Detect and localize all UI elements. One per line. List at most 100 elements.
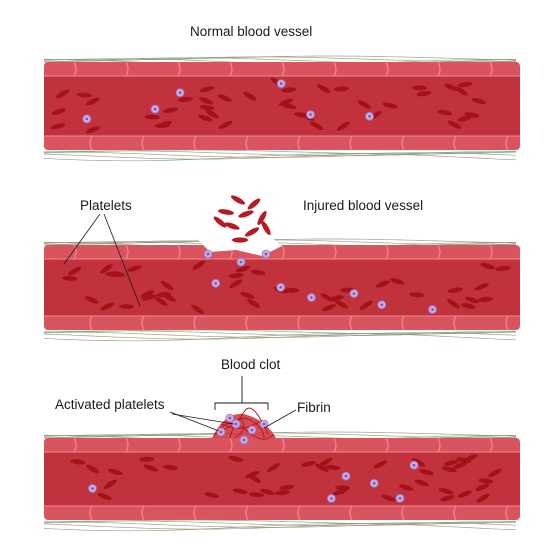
red-blood-cell [205,109,219,119]
red-blood-cell [488,468,502,478]
red-blood-cell [118,304,134,310]
cell-border [281,244,285,260]
cell-border [73,61,77,77]
red-blood-cell [250,269,266,276]
red-blood-cell [334,299,348,309]
escaping-red-blood-cell [244,227,260,237]
red-blood-cell [260,488,275,495]
platelet-core [262,422,266,426]
red-blood-cell [474,283,489,291]
red-blood-cell [409,292,425,298]
fiber [43,522,517,530]
red-blood-cell [199,86,215,93]
cell-border [453,505,457,521]
injured-vessel-title: Injured blood vessel [303,198,424,213]
red-blood-cell [163,107,178,113]
platelet-core [372,482,376,485]
red-blood-cell [447,120,462,129]
fibrin-label: Fibrin [297,400,331,415]
injured-blood-vessel [43,238,520,342]
red-blood-cell [475,483,490,492]
red-blood-cell [100,264,113,274]
cell-border [401,505,405,521]
red-blood-cell [103,479,117,489]
cell-border [505,505,509,521]
platelet-core [219,430,223,434]
red-blood-cell [249,492,264,498]
cell-border [385,244,389,260]
platelet-core [242,438,246,442]
activated-platelets-pointer-line [171,413,235,425]
red-blood-cell [457,490,472,498]
red-blood-cell [218,120,233,129]
cell-border [245,315,249,331]
injury-site [196,238,282,256]
red-blood-cell [471,98,487,104]
cell-border [89,135,93,151]
red-blood-cell [162,464,178,471]
red-blood-cell [310,121,324,130]
platelet-core [178,91,182,94]
cell-border [297,505,301,521]
red-blood-cell [357,100,372,109]
escaping-red-blood-cell [218,209,234,215]
red-blood-cell [62,275,78,281]
red-blood-cell [85,464,100,474]
cell-border [125,61,129,77]
cell-border [349,135,353,151]
red-blood-cell [56,89,70,99]
red-blood-cell [143,464,158,472]
cell-border [89,315,93,331]
platelet-core [352,292,356,295]
red-blood-cell [319,457,333,467]
red-blood-cell [243,91,257,101]
red-blood-cell [204,492,219,499]
cell-border [229,61,233,77]
red-blood-cell [160,280,174,291]
red-blood-cell [217,94,232,102]
cell-border [333,244,337,260]
red-blood-cell [228,455,244,462]
platelet-core [398,497,402,500]
clotted-blood-vessel [43,431,520,532]
red-blood-cell [476,493,490,503]
red-blood-cell [418,469,434,476]
platelet-core [206,252,210,256]
platelet-core [279,286,283,289]
red-blood-cell [414,479,429,487]
platelet-core [250,428,254,432]
platelet-core [344,474,348,478]
red-blood-cell [228,273,244,279]
red-blood-cell [281,103,297,110]
red-blood-cell [448,287,463,293]
platelet-core [368,115,371,118]
red-blood-cell [382,102,398,109]
red-blood-cell [336,121,350,131]
cell-border [125,437,129,453]
platelet-core [380,303,384,307]
cell-border [177,437,181,453]
platelet-core [85,117,89,121]
red-blood-cell [320,293,335,302]
cell-border [349,315,353,331]
platelet-core [330,497,333,500]
red-blood-cell [284,287,300,293]
red-blood-cell [51,108,66,115]
red-blood-cell [198,114,213,122]
red-blood-cell [399,484,414,491]
fiber [43,523,517,532]
cell-border [141,315,145,331]
red-blood-cell [375,280,390,288]
cell-border [245,135,249,151]
cell-border [489,61,493,77]
platelets-label: Platelets [80,198,132,213]
escaping-red-blood-cell [232,237,248,243]
platelet-core [279,82,283,85]
red-blood-cell [70,459,86,465]
red-blood-cell [50,123,66,130]
red-blood-cell [390,278,405,285]
platelets-pointer-line [103,213,141,307]
cell-border [349,505,353,521]
red-blood-cell [127,265,142,272]
